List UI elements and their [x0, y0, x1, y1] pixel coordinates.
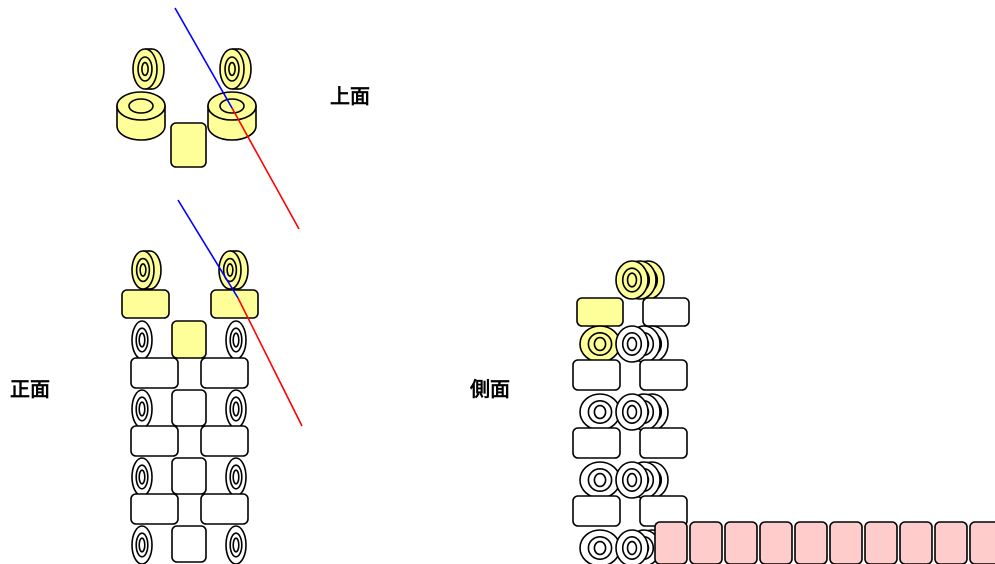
pink-block-8: [934, 521, 968, 564]
pink-block-0: [654, 521, 688, 564]
pink-block-1: [689, 521, 723, 564]
front-white-block-left-1: [130, 425, 179, 457]
front-red-line: [237, 297, 303, 427]
top-ring-left-lower: [116, 91, 166, 141]
side-ring-0: [615, 325, 649, 363]
front-white-block-left-0: [130, 357, 179, 389]
top-ring-left: [132, 48, 165, 90]
front-ring-left-1: [131, 389, 153, 429]
side-top-cylinder-2: [615, 260, 649, 300]
side-yellow-ring: [579, 325, 621, 363]
front-center-block-1: [171, 457, 207, 495]
pink-block-3: [759, 521, 793, 564]
pink-block-7: [899, 521, 933, 564]
front-ring-top-left: [131, 250, 162, 290]
side-ring-1: [615, 393, 649, 431]
top-view-label: 上面: [330, 84, 370, 108]
side-white-block-left-0: [572, 359, 621, 391]
front-ring-left-0: [131, 320, 153, 360]
side-ring-3: [615, 529, 649, 564]
side-yellow-block: [576, 297, 624, 327]
front-white-block-right-0: [200, 357, 249, 389]
front-ring-right-2: [225, 457, 247, 497]
top-red-line: [231, 107, 300, 230]
front-ring-right-1: [225, 389, 247, 429]
side-view: [572, 260, 690, 564]
pink-block-6: [864, 521, 898, 564]
pink-block-2: [724, 521, 758, 564]
front-view-label: 正面: [10, 377, 50, 401]
front-white-block-left-2: [130, 493, 179, 525]
side-white-block-left-2: [572, 495, 621, 527]
front-center-block-2: [171, 525, 207, 563]
front-white-block-right-2: [200, 493, 249, 525]
side-ring-2: [615, 461, 649, 499]
front-yellow-block-center: [171, 320, 207, 359]
top-view: [116, 7, 300, 230]
top-ring-right-lower: [207, 91, 257, 141]
front-ring-right-3: [225, 525, 247, 564]
front-yellow-block-right: [210, 289, 259, 319]
front-ring-top-right: [218, 250, 249, 290]
side-white-block-right-1: [639, 427, 688, 459]
side-white-block-top: [642, 297, 690, 327]
front-yellow-block-left: [121, 289, 170, 319]
front-ring-left-2: [131, 457, 153, 497]
front-white-block-right-1: [200, 425, 249, 457]
top-blue-line: [174, 7, 233, 109]
front-ring-left-3: [131, 525, 153, 564]
top-ring-right: [219, 48, 252, 90]
side-ring-front-3: [579, 529, 621, 564]
side-view-label: 側面: [470, 377, 510, 401]
top-center-block: [170, 122, 207, 168]
pink-block-4: [794, 521, 828, 564]
side-ring-front-1: [579, 393, 621, 431]
side-ring-front-2: [579, 461, 621, 499]
pink-block-9: [969, 521, 995, 564]
front-ring-right-0: [225, 320, 247, 360]
side-white-block-right-0: [639, 359, 688, 391]
front-center-block-0: [171, 389, 207, 427]
front-blue-line: [177, 199, 239, 299]
pink-row: [654, 521, 995, 564]
side-white-block-left-1: [572, 427, 621, 459]
front-view: [121, 199, 303, 564]
pink-block-5: [829, 521, 863, 564]
